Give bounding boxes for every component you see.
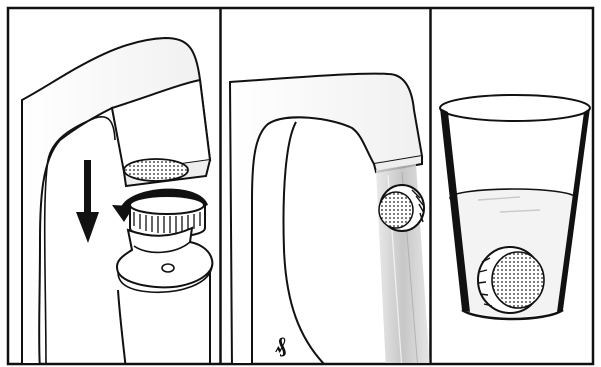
panel-1-remove-aerator [22,38,212,367]
aerator-key-tool [117,228,212,292]
aerator-in-stream [379,185,424,231]
glass-rim [440,95,590,121]
spout-mesh [124,159,188,181]
brand-logo: ₰ [275,332,286,358]
panel-3-soak-aerator [440,95,590,319]
down-arrow-icon [76,160,99,243]
aerator-ring [130,196,205,237]
aerator-in-glass [478,247,544,313]
panel-2-flush-aerator: ₰ [230,74,430,367]
